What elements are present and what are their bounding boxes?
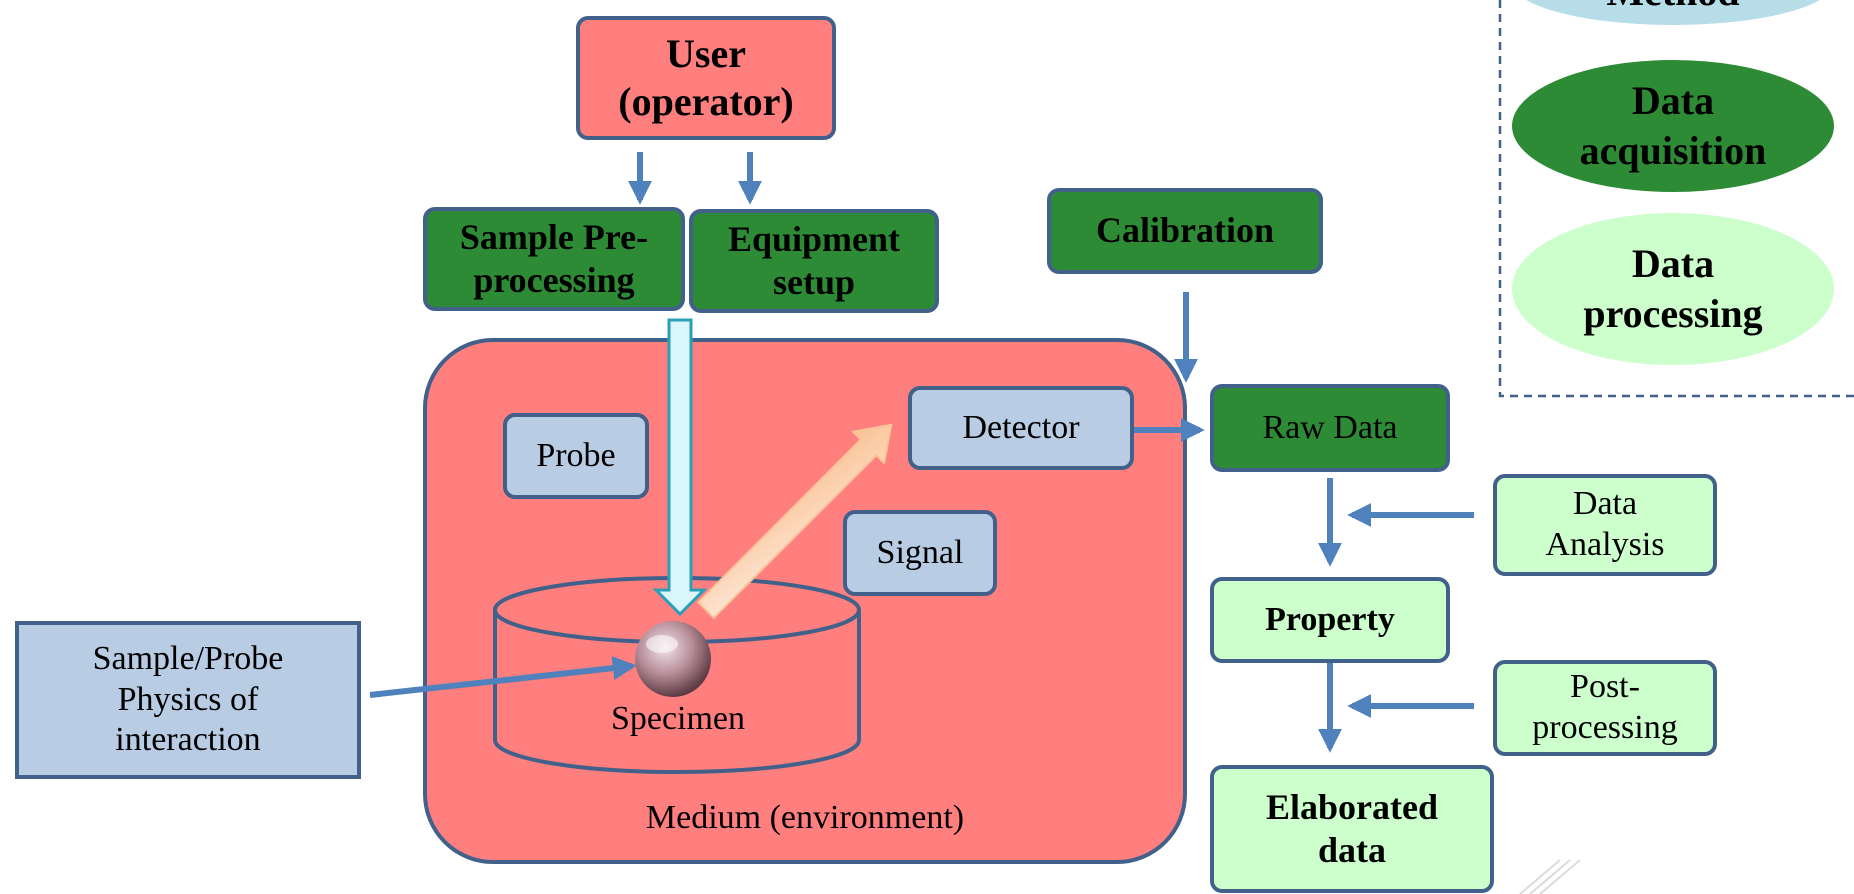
data-analysis-label: Data Analysis	[1545, 485, 1665, 563]
legend-data-acquisition: Data acquisition	[1512, 60, 1834, 192]
raw-data-node: Raw Data	[1210, 384, 1450, 472]
detector-node: Detector	[908, 386, 1134, 470]
sample-probe-physics-node: Sample/Probe Physics of interaction	[15, 621, 361, 779]
property-node: Property	[1210, 577, 1450, 663]
sample-probe-physics-label: Sample/Probe Physics of interaction	[92, 639, 284, 759]
probe-beam-arrow	[652, 318, 708, 617]
arrow-physics-to-specimen	[369, 656, 637, 698]
calibration-label: Calibration	[1095, 210, 1274, 251]
user-node: User (operator)	[576, 16, 836, 140]
corner-decoration	[1519, 859, 1581, 894]
elaborated-data-node: Elaborated data	[1210, 765, 1494, 893]
signal-label: Signal	[876, 533, 964, 571]
probe-node: Probe	[503, 413, 649, 499]
equipment-setup-node: Equipment setup	[689, 209, 939, 313]
legend-data-acquisition-label: Data acquisition	[1579, 78, 1767, 173]
specimen-label: Specimen	[610, 700, 746, 737]
sample-preprocessing-label: Sample Pre- processing	[459, 216, 649, 300]
post-processing-label: Post- processing	[1532, 668, 1678, 746]
calibration-node: Calibration	[1047, 188, 1323, 274]
user-label: User (operator)	[618, 31, 794, 124]
signal-node: Signal	[843, 510, 997, 596]
elaborated-data-label: Elaborated data	[1265, 786, 1438, 870]
property-label: Property	[1265, 600, 1395, 638]
raw-data-label: Raw Data	[1262, 408, 1398, 446]
detector-label: Detector	[962, 408, 1080, 446]
signal-beam-arrow	[696, 423, 893, 620]
legend-method: Method	[1512, 0, 1834, 25]
equipment-setup-label: Equipment setup	[727, 218, 901, 302]
legend-data-processing: Data processing	[1512, 213, 1834, 365]
legend-method-label: Method	[1606, 0, 1739, 17]
medium-label: Medium (environment)	[645, 799, 965, 836]
sample-preprocessing-node: Sample Pre- processing	[423, 207, 685, 311]
legend-frame	[1498, 0, 1854, 398]
probe-label: Probe	[536, 436, 616, 474]
legend-data-processing-label: Data processing	[1583, 241, 1763, 336]
post-processing-node: Post- processing	[1493, 660, 1717, 756]
data-analysis-node: Data Analysis	[1493, 474, 1717, 576]
specimen-sphere	[635, 621, 711, 697]
